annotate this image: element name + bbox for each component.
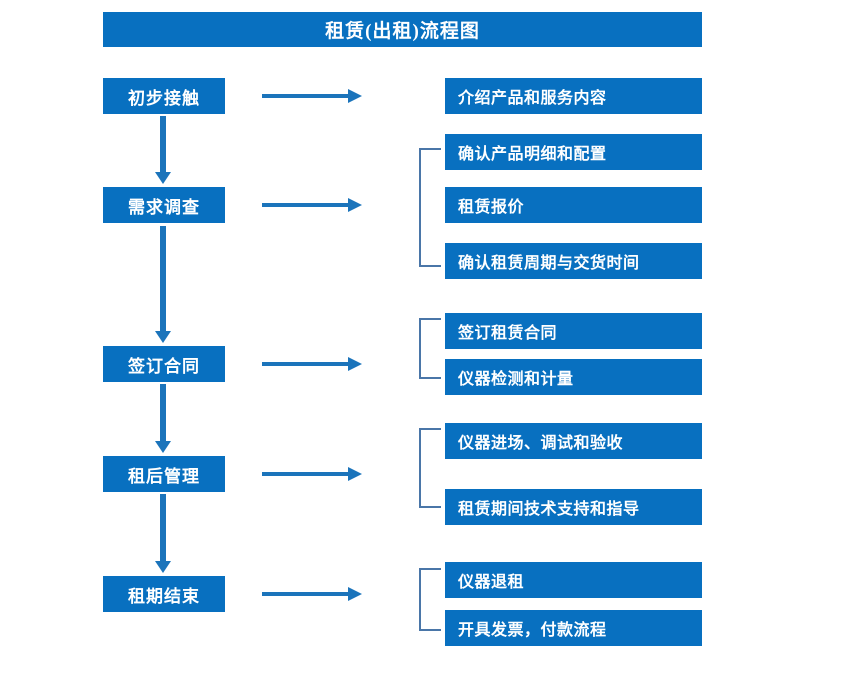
- arrow-shaft: [262, 362, 350, 366]
- stage-box-rental-end[interactable]: 租期结束: [103, 576, 225, 612]
- arrow-head: [155, 561, 171, 573]
- arrow-shaft: [160, 226, 166, 331]
- detail-box-rental-quote[interactable]: 租赁报价: [445, 187, 702, 223]
- stage-box-needs-survey[interactable]: 需求调查: [103, 187, 225, 223]
- flow-arrow-down-2: [155, 226, 171, 343]
- connector-arrow-right-5: [262, 587, 362, 601]
- detail-box-invoice-payment[interactable]: 开具发票，付款流程: [445, 610, 702, 646]
- connector-arrow-right-4: [262, 467, 362, 481]
- group-bracket-needs-survey: [419, 148, 441, 267]
- arrow-shaft: [160, 384, 166, 441]
- arrow-shaft: [160, 116, 166, 172]
- group-bracket-sign-contract: [419, 318, 441, 379]
- detail-box-instrument-return[interactable]: 仪器退租: [445, 562, 702, 598]
- arrow-head: [155, 172, 171, 184]
- arrow-shaft: [160, 494, 166, 561]
- flow-arrow-down-3: [155, 384, 171, 453]
- flow-arrow-down-1: [155, 116, 171, 184]
- connector-arrow-right-1: [262, 89, 362, 103]
- detail-box-sign-rental-contract[interactable]: 签订租赁合同: [445, 313, 702, 349]
- detail-box-confirm-spec[interactable]: 确认产品明细和配置: [445, 134, 702, 170]
- detail-box-instrument-testing[interactable]: 仪器检测和计量: [445, 359, 702, 395]
- arrow-shaft: [262, 94, 350, 98]
- group-bracket-post-rental: [419, 428, 441, 508]
- arrow-head: [348, 357, 362, 371]
- detail-box-technical-support[interactable]: 租赁期间技术支持和指导: [445, 489, 702, 525]
- arrow-head: [348, 198, 362, 212]
- detail-box-confirm-period[interactable]: 确认租赁周期与交货时间: [445, 243, 702, 279]
- arrow-shaft: [262, 592, 350, 596]
- arrow-head: [155, 331, 171, 343]
- arrow-head: [155, 441, 171, 453]
- stage-box-initial-contact[interactable]: 初步接触: [103, 78, 225, 114]
- arrow-head: [348, 587, 362, 601]
- arrow-head: [348, 467, 362, 481]
- arrow-shaft: [262, 472, 350, 476]
- stage-box-post-rental[interactable]: 租后管理: [103, 456, 225, 492]
- stage-box-sign-contract[interactable]: 签订合同: [103, 346, 225, 382]
- detail-box-introduce-products[interactable]: 介绍产品和服务内容: [445, 78, 702, 114]
- connector-arrow-right-3: [262, 357, 362, 371]
- arrow-shaft: [262, 203, 350, 207]
- detail-box-instrument-entry[interactable]: 仪器进场、调试和验收: [445, 423, 702, 459]
- flow-arrow-down-4: [155, 494, 171, 573]
- connector-arrow-right-2: [262, 198, 362, 212]
- page-title: 租赁(出租)流程图: [103, 12, 702, 47]
- arrow-head: [348, 89, 362, 103]
- group-bracket-rental-end: [419, 568, 441, 631]
